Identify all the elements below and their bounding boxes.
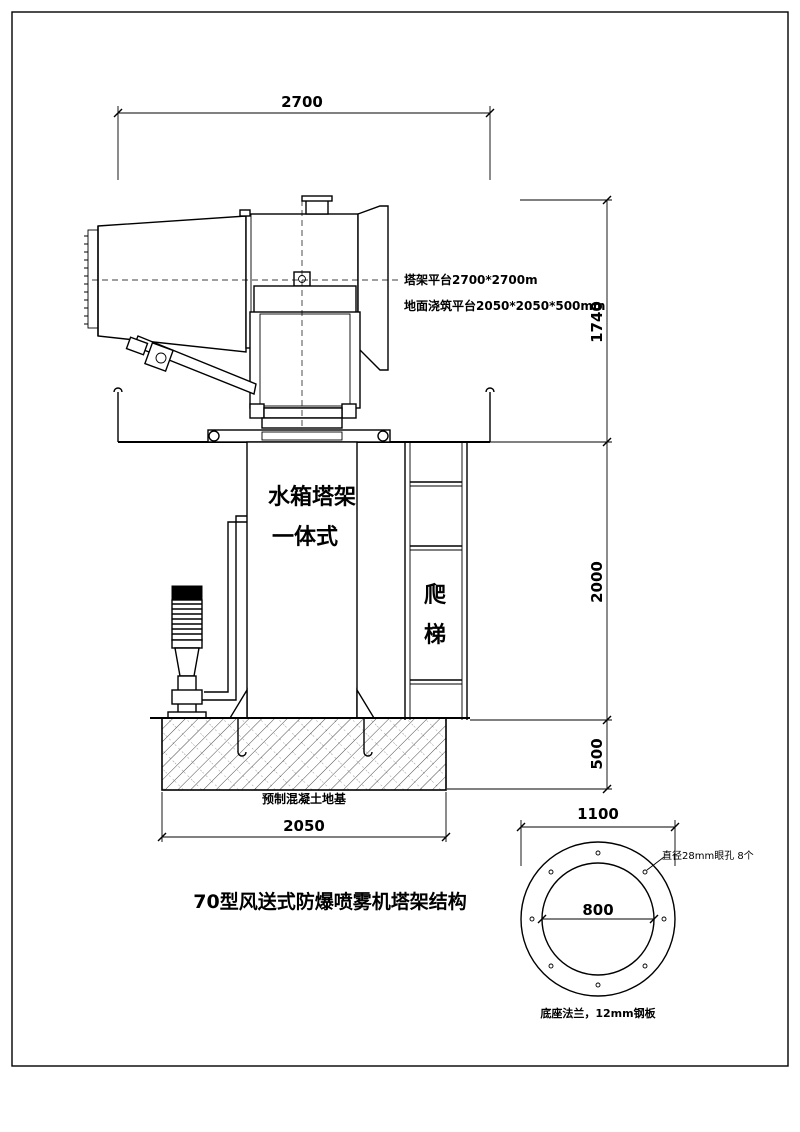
tower-label-line2: 一体式: [272, 525, 338, 550]
ladder-label-char2: 梯: [424, 622, 446, 648]
dim-flange-outer-label: 1100: [577, 805, 619, 823]
base-flange-detail: 1100 800 直径28mm眼孔 8个 底座法兰，12mm钢板: [516, 805, 754, 1020]
dim-foundation-width: 2050: [157, 792, 451, 842]
drawing-border: [11, 11, 789, 1067]
dim-flange-inner-label: 800: [582, 901, 613, 919]
flange-outer-circle: [520, 841, 676, 997]
bolt-holes: [529, 850, 667, 988]
ladder-label-char1: 爬: [424, 583, 447, 608]
dim-right-vertical: 1740 2000 500: [447, 195, 612, 794]
platform-note: 塔架平台2700*2700m: [404, 272, 538, 287]
drawing-title: 70型风送式防爆喷雾机塔架结构: [193, 890, 466, 913]
water-pump: [167, 515, 247, 719]
concrete-foundation: 预制混凝土地基: [150, 717, 470, 806]
hole-note: 直径28mm眼孔 8个: [662, 849, 754, 862]
ladder: 爬 梯: [404, 442, 468, 720]
dim-height-foundation-label: 500: [588, 738, 606, 769]
tower-label-line1: 水箱塔架: [268, 484, 356, 510]
flange-caption: 底座法兰，12mm钢板: [540, 1006, 656, 1020]
dim-top-width: 2700: [113, 93, 495, 180]
nozzle-ring: [84, 229, 99, 329]
foundation-label: 预制混凝土地基: [262, 791, 347, 806]
dim-top-width-label: 2700: [281, 93, 323, 111]
dim-height-tower-label: 2000: [588, 561, 606, 603]
sprayer-machine: [84, 195, 389, 429]
dim-foundation-width-label: 2050: [283, 817, 325, 835]
water-tank-tower: 水箱塔架 一体式: [228, 441, 376, 719]
ground-platform-note: 地面浇筑平台2050*2050*500mm: [404, 298, 605, 313]
dim-height-upper-label: 1740: [588, 301, 606, 343]
